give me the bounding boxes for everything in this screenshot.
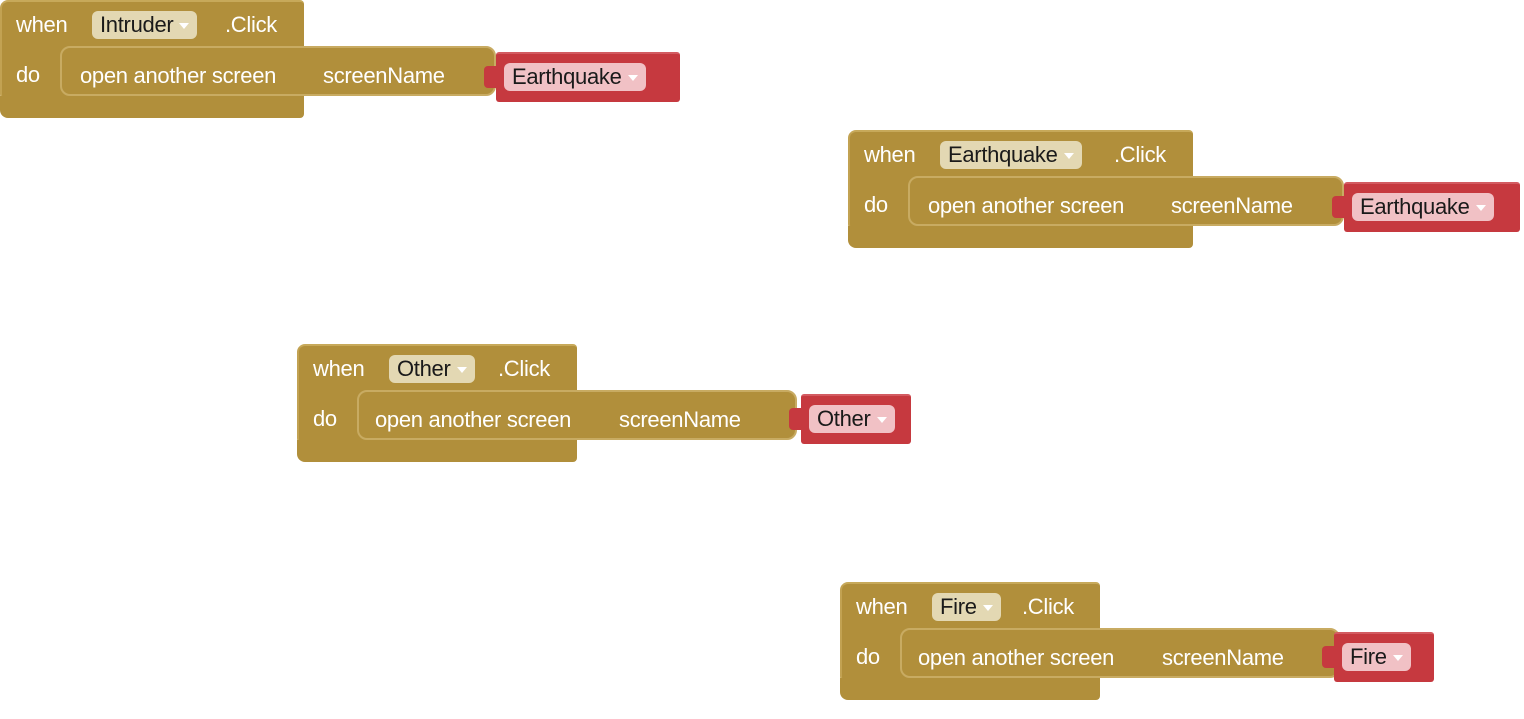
event-name: .Click: [498, 356, 550, 381]
screen-name-dropdown[interactable]: Other: [809, 405, 895, 433]
when-label: when: [856, 594, 908, 619]
screen-name-dropdown[interactable]: Fire: [1342, 643, 1411, 671]
input-connector: [1322, 646, 1334, 668]
component-dropdown-value: Intruder: [100, 12, 174, 37]
command-block-open-another-screen[interactable]: [60, 46, 496, 96]
chevron-down-icon: [456, 367, 467, 373]
command-label: open another screen: [928, 193, 1125, 218]
screen-name-text-block[interactable]: Earthquake: [1332, 182, 1520, 232]
do-label: do: [16, 62, 40, 87]
when-label: when: [313, 356, 365, 381]
screen-name-value: Fire: [1350, 644, 1387, 669]
screen-name-dropdown[interactable]: Earthquake: [1352, 193, 1494, 221]
event-handler-footer: [297, 440, 577, 462]
input-connector: [1332, 196, 1344, 218]
event-handler-footer: [848, 226, 1193, 248]
command-label: open another screen: [375, 407, 572, 432]
input-connector: [484, 66, 496, 88]
event-name: .Click: [1022, 594, 1074, 619]
component-dropdown-value: Fire: [940, 594, 977, 619]
param-label: screenName: [323, 63, 445, 88]
do-label: do: [864, 192, 888, 217]
command-label: open another screen: [918, 645, 1115, 670]
component-dropdown[interactable]: Other: [389, 355, 475, 383]
component-dropdown[interactable]: Fire: [932, 593, 1001, 621]
chevron-down-icon: [627, 75, 638, 81]
param-label: screenName: [1171, 193, 1293, 218]
command-label: open another screen: [80, 63, 277, 88]
event-block-intruder-click[interactable]: when Intruder .Click do open another scr…: [0, 0, 690, 124]
event-name: .Click: [1114, 142, 1166, 167]
when-label: when: [864, 142, 916, 167]
event-block-earthquake-click[interactable]: when Earthquake .Click do open another s…: [848, 130, 1524, 254]
param-label: screenName: [619, 407, 741, 432]
component-dropdown-value: Other: [397, 356, 451, 381]
event-name: .Click: [225, 12, 277, 37]
do-label: do: [313, 406, 337, 431]
event-handler-footer: [0, 96, 304, 118]
screen-name-value: Earthquake: [512, 64, 622, 89]
chevron-down-icon: [1392, 655, 1403, 661]
component-dropdown[interactable]: Intruder: [92, 11, 198, 39]
screen-name-value: Other: [817, 406, 871, 431]
input-connector: [789, 408, 801, 430]
screen-name-text-block[interactable]: Other: [789, 394, 911, 444]
chevron-down-icon: [1475, 205, 1486, 211]
param-label: screenName: [1162, 645, 1284, 670]
screen-name-dropdown[interactable]: Earthquake: [504, 63, 646, 91]
event-block-other-click[interactable]: when Other .Click do open another screen…: [297, 344, 917, 468]
do-label: do: [856, 644, 880, 669]
command-block-open-another-screen[interactable]: [908, 176, 1344, 226]
screen-name-text-block[interactable]: Fire: [1322, 632, 1434, 682]
command-block-open-another-screen[interactable]: [357, 390, 797, 440]
component-dropdown[interactable]: Earthquake: [940, 141, 1082, 169]
when-label: when: [16, 12, 68, 37]
component-dropdown-value: Earthquake: [948, 142, 1058, 167]
screen-name-text-block[interactable]: Earthquake: [484, 52, 680, 102]
command-block-open-another-screen[interactable]: [900, 628, 1340, 678]
chevron-down-icon: [982, 605, 993, 611]
event-block-fire-click[interactable]: when Fire .Click do open another screen …: [840, 582, 1440, 706]
screen-name-value: Earthquake: [1360, 194, 1470, 219]
chevron-down-icon: [876, 417, 887, 423]
chevron-down-icon: [1063, 153, 1074, 159]
event-handler-footer: [840, 678, 1100, 700]
chevron-down-icon: [179, 23, 190, 29]
